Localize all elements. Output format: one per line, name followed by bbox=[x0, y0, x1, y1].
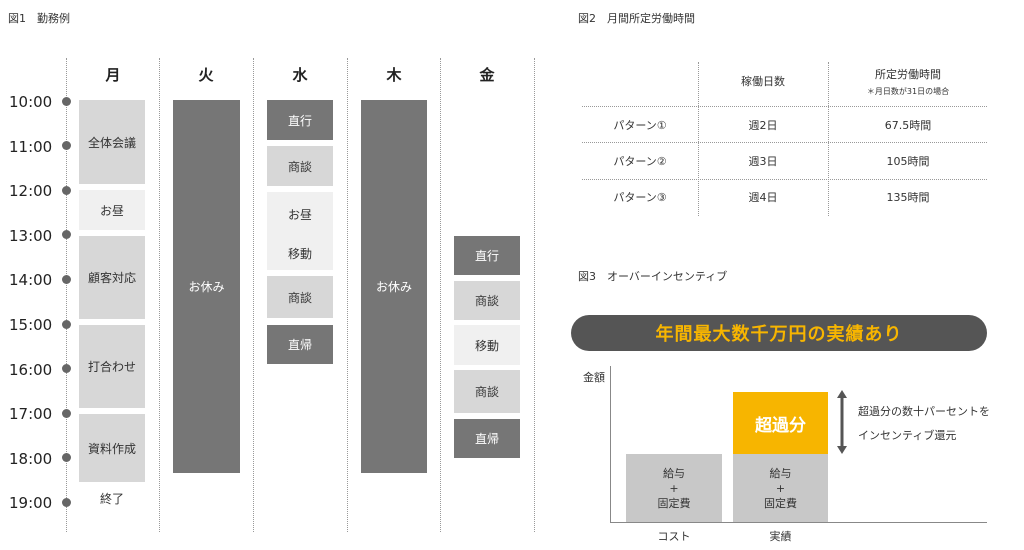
schedule-block: 直帰 bbox=[454, 419, 520, 458]
actual-bar-line: + bbox=[775, 481, 786, 495]
x-axis bbox=[610, 522, 987, 523]
table-cell: 週2日 bbox=[748, 119, 778, 132]
time-dot bbox=[62, 186, 71, 195]
schedule-block: 商談 bbox=[267, 276, 333, 318]
end-label: 終了 bbox=[99, 492, 124, 506]
time-label: 15:00 bbox=[9, 316, 53, 334]
day-header-fri: 金 bbox=[479, 66, 495, 84]
table-cell: 67.5時間 bbox=[884, 119, 932, 132]
schedule-block: 全体会議 bbox=[79, 100, 145, 184]
schedule-block: 直行 bbox=[267, 100, 333, 140]
time-dot bbox=[62, 409, 71, 418]
time-dot bbox=[62, 275, 71, 284]
cost-bar-line: 固定費 bbox=[657, 496, 691, 510]
day-header-tue: 火 bbox=[198, 66, 214, 84]
time-label: 10:00 bbox=[9, 93, 53, 111]
schedule-label: 移動 bbox=[287, 247, 312, 261]
schedule-block: 商談 bbox=[454, 370, 520, 413]
fig3-title: 図3 オーバーインセンティブ bbox=[578, 270, 728, 283]
table-cell: 105時間 bbox=[886, 155, 930, 168]
day-off-block: お休み bbox=[361, 100, 427, 473]
time-dot bbox=[62, 97, 71, 106]
table-divider bbox=[828, 62, 829, 216]
actual-bar-base: 給与 + 固定費 bbox=[733, 454, 828, 522]
schedule-block: 移動 bbox=[454, 325, 520, 365]
double-arrow-icon bbox=[837, 390, 847, 454]
schedule-block: 顧客対応 bbox=[79, 236, 145, 319]
time-label: 14:00 bbox=[9, 271, 53, 289]
excess-block: 超過分 bbox=[733, 392, 828, 454]
table-cell: 週3日 bbox=[748, 155, 778, 168]
schedule-block: 直行 bbox=[454, 236, 520, 275]
cost-bar-line: + bbox=[669, 481, 679, 495]
day-header-thu: 木 bbox=[386, 66, 402, 84]
y-axis-label: 金額 bbox=[583, 371, 605, 384]
day-header-mon: 月 bbox=[105, 66, 121, 84]
table-cell: パターン② bbox=[613, 155, 667, 168]
incentive-banner: 年間最大数千万円の実績あり bbox=[571, 315, 987, 351]
y-axis bbox=[610, 366, 611, 523]
schedule-block: 商談 bbox=[454, 281, 520, 320]
table-cell: 135時間 bbox=[886, 191, 930, 204]
column-divider bbox=[534, 58, 535, 532]
table-header: 稼働日数 bbox=[741, 75, 785, 88]
schedule-block: お昼 bbox=[79, 190, 145, 230]
banner-text: 年間最大数千万円の実績あり bbox=[655, 324, 903, 345]
schedule-block: 資料作成 bbox=[79, 414, 145, 482]
table-header: 所定労働時間 bbox=[875, 68, 941, 81]
fig1-title: 図1 勤務例 bbox=[8, 12, 70, 25]
cost-bar: 給与 + 固定費 bbox=[626, 454, 722, 522]
time-label: 16:00 bbox=[9, 361, 53, 379]
schedule-block-combined bbox=[267, 192, 333, 270]
time-dot bbox=[62, 364, 71, 373]
incentive-note-line: インセンティブ還元 bbox=[858, 429, 957, 442]
time-dot bbox=[62, 498, 71, 507]
table-note: ＊月日数が31日の場合 bbox=[866, 87, 950, 96]
x-category-label: コスト bbox=[657, 530, 691, 543]
table-rule bbox=[582, 142, 987, 143]
time-dot bbox=[62, 230, 71, 239]
day-header-wed: 水 bbox=[292, 66, 308, 84]
cost-bar-line: 給与 bbox=[663, 466, 685, 480]
time-label: 12:00 bbox=[9, 182, 53, 200]
time-dot bbox=[62, 453, 71, 462]
time-dot bbox=[62, 320, 71, 329]
actual-bar-line: 給与 bbox=[769, 466, 792, 480]
table-rule bbox=[582, 106, 987, 107]
excess-label: 超過分 bbox=[755, 415, 806, 436]
schedule-block: 直帰 bbox=[267, 325, 333, 364]
schedule-block: 商談 bbox=[267, 146, 333, 186]
column-divider bbox=[159, 58, 160, 532]
schedule-block: 打合わせ bbox=[79, 325, 145, 408]
time-label: 17:00 bbox=[9, 405, 53, 423]
timeline-axis bbox=[66, 58, 67, 532]
fig2-title: 図2 月間所定労働時間 bbox=[578, 12, 695, 25]
incentive-note-line: 超過分の数十パーセントを bbox=[858, 405, 990, 418]
table-rule bbox=[582, 179, 987, 180]
time-label: 13:00 bbox=[9, 227, 53, 245]
table-divider bbox=[698, 62, 699, 216]
column-divider bbox=[440, 58, 441, 532]
day-off-block: お休み bbox=[173, 100, 240, 473]
table-cell: 週4日 bbox=[748, 191, 778, 204]
time-label: 18:00 bbox=[9, 450, 53, 468]
table-cell: パターン③ bbox=[613, 191, 667, 204]
column-divider bbox=[253, 58, 254, 532]
column-divider bbox=[347, 58, 348, 532]
time-dot bbox=[62, 141, 71, 150]
x-category-label: 実績 bbox=[769, 530, 792, 543]
time-label: 19:00 bbox=[9, 494, 53, 512]
actual-bar-line: 固定費 bbox=[764, 496, 797, 510]
schedule-label: お昼 bbox=[287, 208, 312, 222]
time-label: 11:00 bbox=[9, 138, 53, 156]
table-cell: パターン① bbox=[613, 119, 667, 132]
